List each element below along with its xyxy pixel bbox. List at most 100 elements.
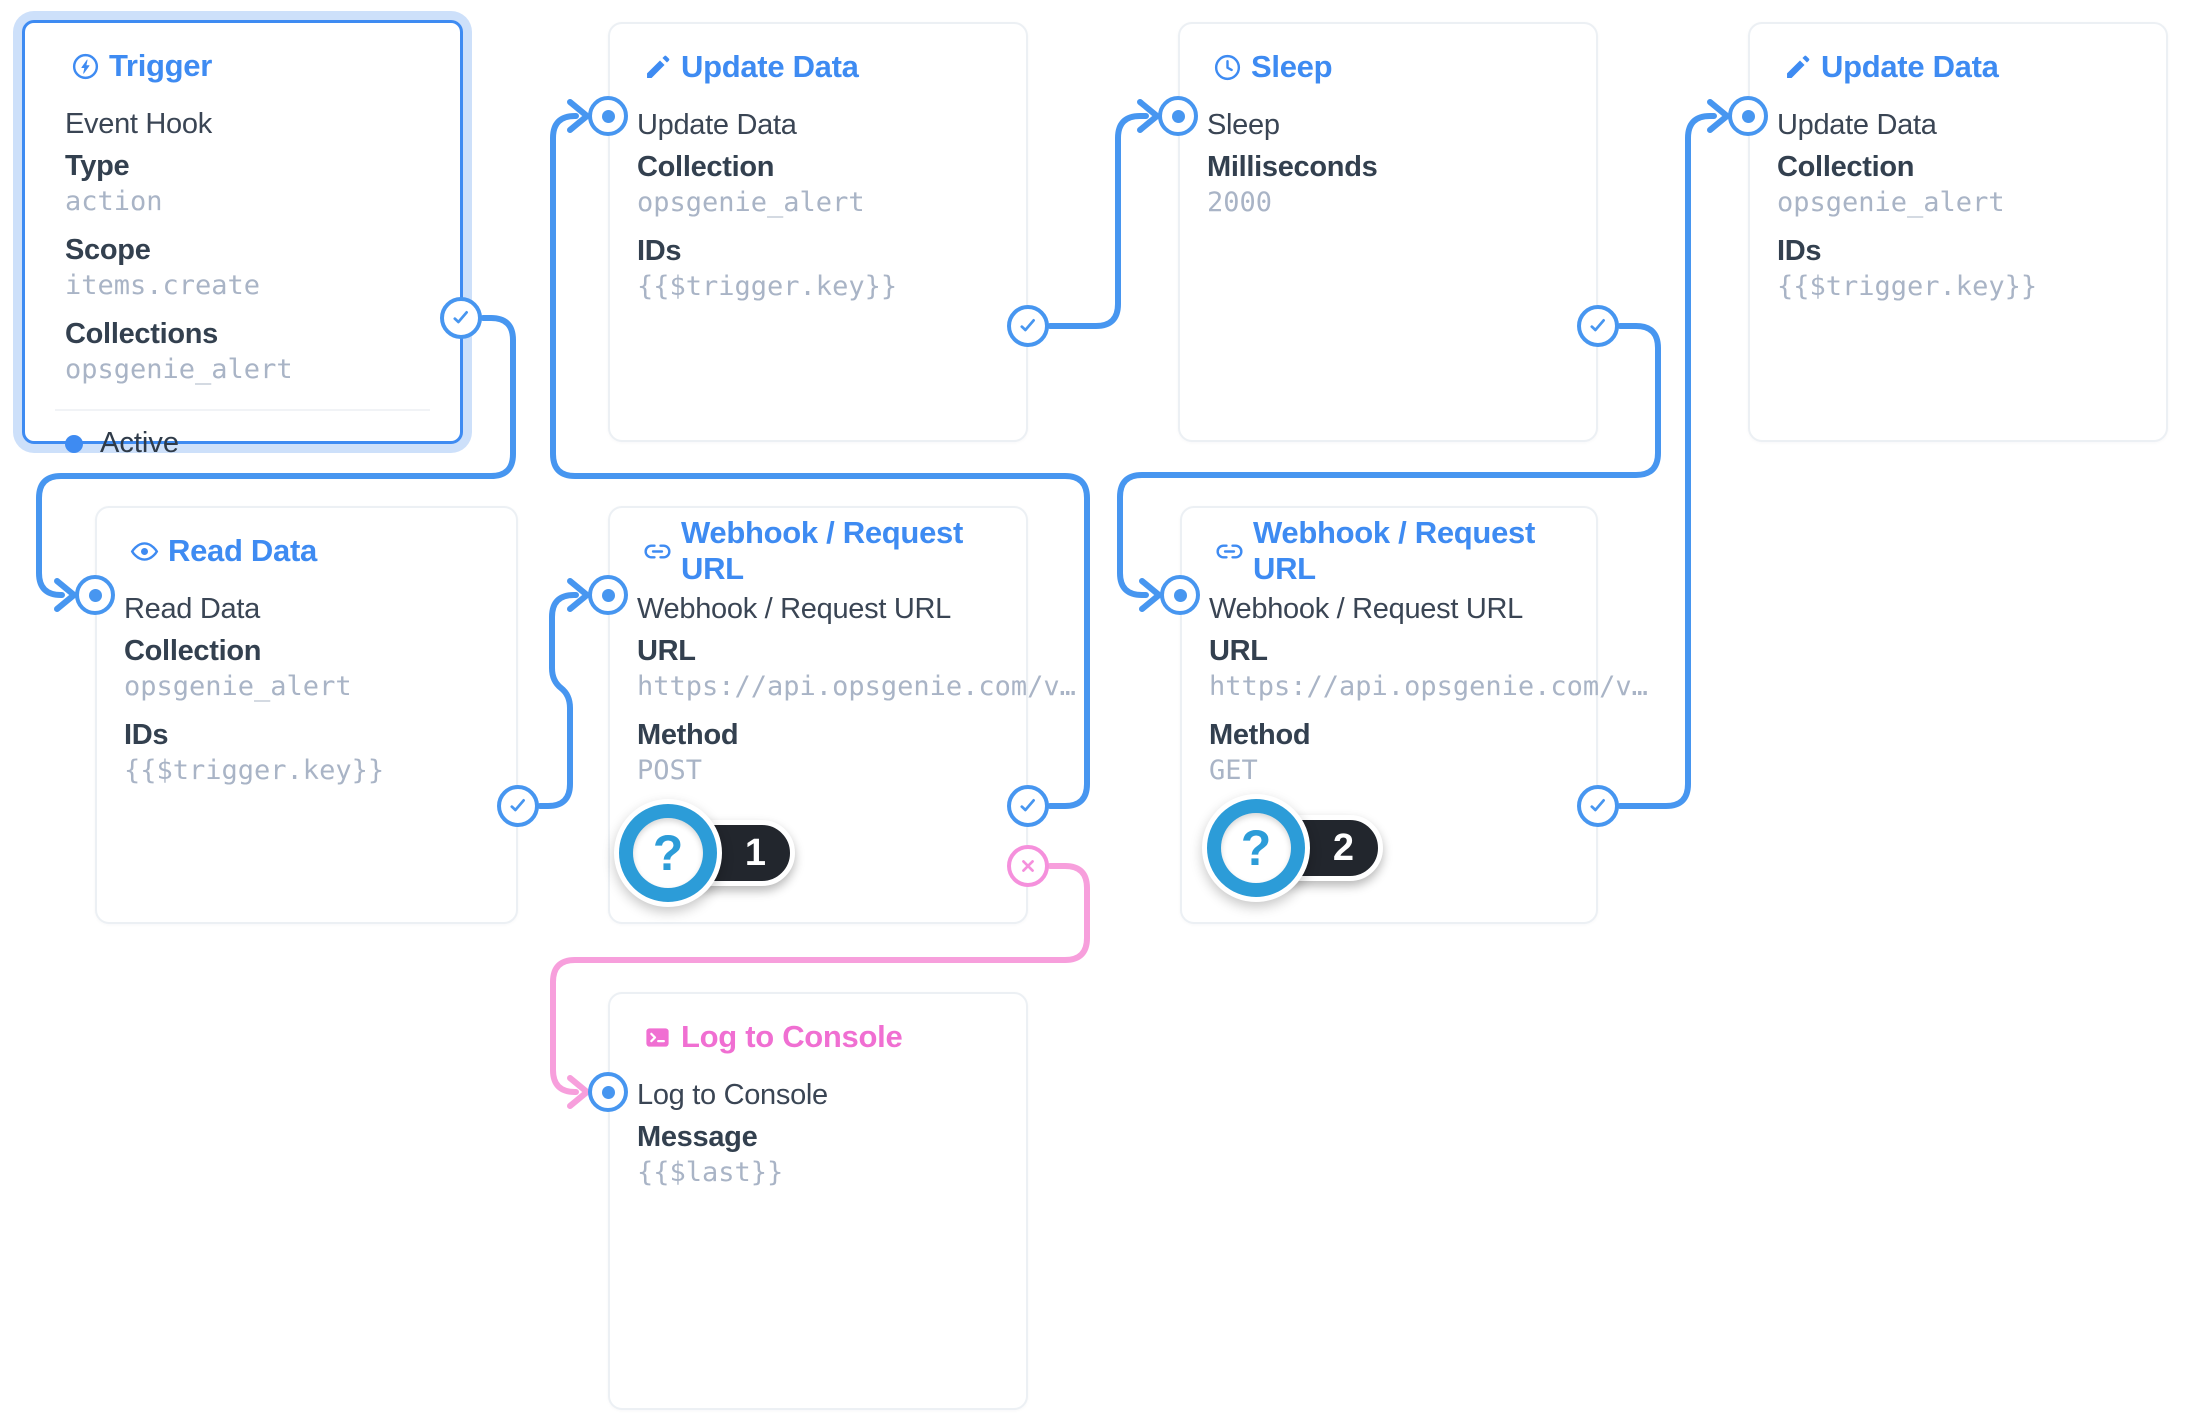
sleep-input-port[interactable] bbox=[1158, 96, 1198, 136]
operation-name: Webhook / Request URL bbox=[1209, 593, 1523, 625]
log-to-console-input-port[interactable] bbox=[588, 1072, 628, 1112]
webhook-post-reject-port[interactable] bbox=[1007, 845, 1049, 887]
port-dot bbox=[1173, 588, 1187, 602]
edge-webhook-get-resolve-to-update-data-2 bbox=[1617, 99, 1730, 809]
port-dot bbox=[1741, 109, 1755, 123]
node-title-row: Update Data bbox=[1777, 48, 2138, 86]
node-title-row: Webhook / Request URL bbox=[637, 515, 998, 586]
node-read-data[interactable]: Read Data Read Data Collection opsgenie_… bbox=[95, 506, 518, 924]
edge-webhook-post-reject-to-log-console bbox=[550, 863, 1090, 1109]
node-update-data-2[interactable]: Update Data Update Data Collection opsge… bbox=[1748, 22, 2168, 442]
node-title-row: Webhook / Request URL bbox=[1209, 515, 1568, 586]
question-mark-icon: ? bbox=[633, 818, 703, 888]
webhook-get-resolve-port[interactable] bbox=[1577, 785, 1619, 827]
field-value: opsgenie_alert bbox=[1777, 187, 2005, 218]
arrowhead bbox=[567, 1075, 590, 1109]
node-log-to-console[interactable]: Log to Console Log to Console Message {{… bbox=[608, 992, 1028, 1410]
field-value: 2000 bbox=[1207, 187, 1273, 218]
node-title: Webhook / Request URL bbox=[681, 515, 963, 586]
sleep-resolve-port[interactable] bbox=[1577, 305, 1619, 347]
arrowhead bbox=[54, 578, 77, 612]
node-title-row: Trigger bbox=[65, 47, 432, 85]
edge-read-data-resolve-to-webhook-post bbox=[537, 578, 590, 809]
node-update-data-1[interactable]: Update Data Update Data Collection opsge… bbox=[608, 22, 1028, 442]
terminal-icon bbox=[643, 1023, 672, 1052]
port-dot bbox=[601, 1085, 615, 1099]
field-value: opsgenie_alert bbox=[637, 187, 865, 218]
node-title: Sleep bbox=[1251, 49, 1333, 84]
field-label: Method bbox=[637, 719, 739, 751]
port-dot bbox=[601, 588, 615, 602]
field-value: {{$trigger.key}} bbox=[124, 755, 385, 786]
field-value: {{$trigger.key}} bbox=[637, 271, 898, 302]
link-icon bbox=[643, 537, 672, 566]
node-title-row: Read Data bbox=[124, 532, 488, 570]
arrowhead bbox=[1137, 99, 1160, 133]
field-value: {{$last}} bbox=[637, 1157, 784, 1188]
operation-name: Update Data bbox=[637, 109, 797, 141]
trigger-type-name: Event Hook bbox=[65, 108, 212, 140]
field-value: opsgenie_alert bbox=[65, 354, 293, 385]
node-title: Update Data bbox=[1821, 49, 1999, 84]
arrowhead bbox=[1707, 99, 1730, 133]
field-label: Method bbox=[1209, 719, 1311, 751]
arrowhead bbox=[567, 578, 590, 612]
field-value: items.create bbox=[65, 270, 261, 301]
webhook-get-input-port[interactable] bbox=[1160, 575, 1200, 615]
step-number: 1 bbox=[744, 831, 766, 874]
node-title: Read Data bbox=[168, 533, 317, 568]
read-data-resolve-port[interactable] bbox=[497, 785, 539, 827]
node-trigger[interactable]: Trigger Event Hook Type action Scope ite… bbox=[22, 20, 463, 459]
field-label: Collection bbox=[637, 151, 775, 183]
field-value: https://api.opsgenie.com/v… bbox=[1209, 671, 1648, 702]
field-label: Collections bbox=[65, 318, 218, 350]
question-badge-2[interactable]: ? bbox=[1202, 794, 1310, 902]
field-label: IDs bbox=[1777, 235, 1822, 267]
question-mark-icon: ? bbox=[1221, 813, 1291, 883]
operation-name: Webhook / Request URL bbox=[637, 593, 951, 625]
node-title-row: Update Data bbox=[637, 48, 998, 86]
active-status-dot bbox=[65, 434, 83, 453]
arrowhead bbox=[567, 99, 590, 133]
field-label: IDs bbox=[637, 235, 682, 267]
field-label: Message bbox=[637, 1121, 758, 1153]
link-icon bbox=[1215, 537, 1244, 566]
operation-name: Update Data bbox=[1777, 109, 1937, 141]
edge-update-data-1-resolve-to-sleep bbox=[1047, 99, 1160, 329]
field-label: Scope bbox=[65, 234, 151, 266]
update-data-1-resolve-port[interactable] bbox=[1007, 305, 1049, 347]
webhook-post-input-port[interactable] bbox=[588, 575, 628, 615]
pencil-icon bbox=[643, 53, 672, 82]
port-dot bbox=[601, 109, 615, 123]
status-badge: Active bbox=[100, 427, 179, 459]
bolt-circle-icon bbox=[71, 52, 100, 81]
update-data-2-input-port[interactable] bbox=[1728, 96, 1768, 136]
webhook-post-resolve-port[interactable] bbox=[1007, 785, 1049, 827]
field-value: https://api.opsgenie.com/v… bbox=[637, 671, 1076, 702]
trigger-resolve-port[interactable] bbox=[440, 297, 482, 339]
node-title: Webhook / Request URL bbox=[1253, 515, 1535, 586]
node-title-row: Sleep bbox=[1207, 48, 1568, 86]
clock-icon bbox=[1213, 53, 1242, 82]
operation-name: Sleep bbox=[1207, 109, 1280, 141]
field-value: {{$trigger.key}} bbox=[1777, 271, 2038, 302]
divider bbox=[55, 409, 430, 411]
node-title: Trigger bbox=[109, 48, 212, 83]
step-number: 2 bbox=[1332, 826, 1354, 869]
node-sleep[interactable]: Sleep Sleep Milliseconds 2000 bbox=[1178, 22, 1598, 442]
arrowhead bbox=[1139, 578, 1162, 612]
update-data-1-input-port[interactable] bbox=[588, 96, 628, 136]
read-data-input-port[interactable] bbox=[75, 575, 115, 615]
question-badge-1[interactable]: ? bbox=[614, 799, 722, 907]
field-label: Collection bbox=[1777, 151, 1915, 183]
port-dot bbox=[1171, 109, 1185, 123]
field-value: opsgenie_alert bbox=[124, 671, 352, 702]
node-title: Update Data bbox=[681, 49, 859, 84]
field-value: action bbox=[65, 186, 163, 217]
operation-name: Read Data bbox=[124, 593, 260, 625]
field-label: Collection bbox=[124, 635, 262, 667]
field-label: IDs bbox=[124, 719, 169, 751]
field-label: Milliseconds bbox=[1207, 151, 1378, 183]
